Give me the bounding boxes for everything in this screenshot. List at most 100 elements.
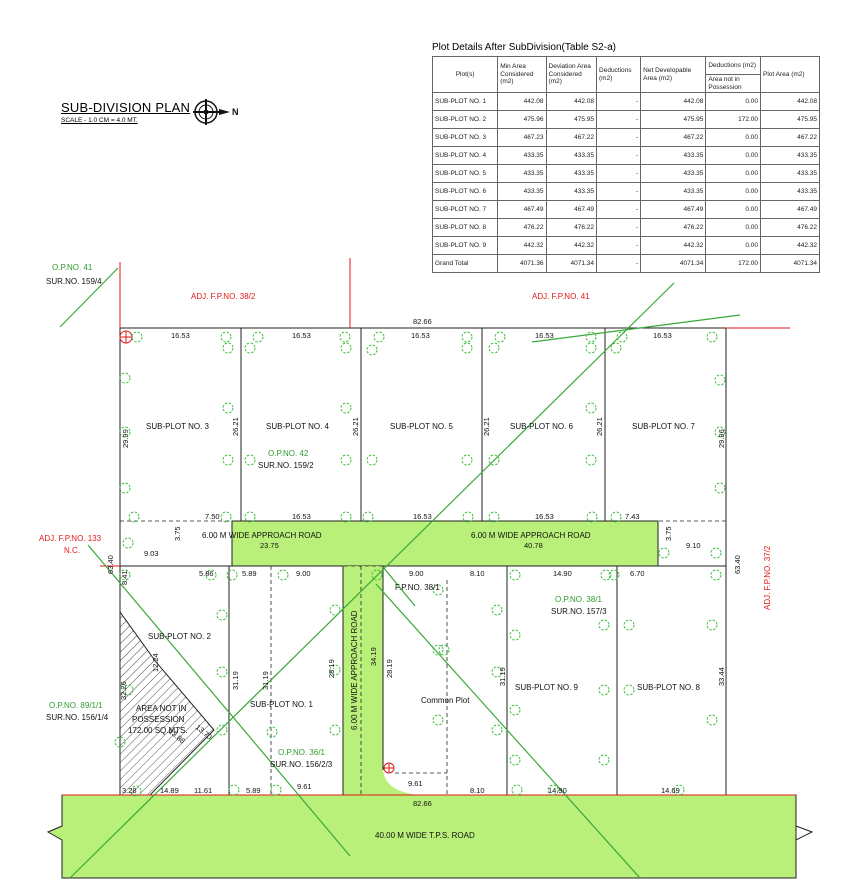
tree-icon [119,426,131,438]
tree-icon [340,402,352,414]
tree-icon [119,372,131,384]
tree-icon [488,511,500,523]
possession-line-3: 172.00 SQ.MTS. [128,726,188,735]
north-label: N [232,107,239,117]
dim-right-h: 29.96 [717,429,726,448]
neighbor-adj37-2: ADJ. F.P.NO. 37/2 [763,545,772,610]
tree-icon [131,331,143,343]
table-cell-poss: 0.00 [705,164,762,183]
tree-icon [373,331,385,343]
tree-icon [494,331,506,343]
header-min-area: Min Area Considered (m2) [497,56,547,93]
table-cell-net: 442.32 [640,236,707,255]
plot-label-4: SUB-PLOT NO. 4 [266,422,330,431]
tree-icon [616,331,628,343]
tree-icon [585,402,597,414]
dim-586: 5.86 [199,569,214,578]
tree-icon [339,331,351,343]
tree-icon [509,629,521,641]
plot-label-5: SUB-PLOT NO. 5 [390,422,454,431]
vertical-approach-road [343,566,383,795]
dim-b1490: 14.90 [548,786,567,795]
tree-icon [623,684,635,696]
plot-label-2: SUB-PLOT NO. 2 [148,632,212,641]
tree-icon [222,402,234,414]
table-cell-ded: - [596,110,642,129]
sur157-3-label: SUR.NO. 157/3 [551,607,607,616]
tree-icon [509,754,521,766]
table-cell-ded: - [596,218,642,237]
table-cell-dev: 4071.34 [545,254,598,273]
tree-icon [252,331,264,343]
table-cell-poss: 0.00 [705,128,762,147]
table-cell-ded: - [596,200,642,219]
dim-v5: 26.21 [351,417,360,436]
tree-icon [710,569,722,581]
table-cell-min: 442.08 [497,92,547,111]
table-cell-area: 475.95 [760,110,820,129]
dim-top1: 16.53 [171,331,190,340]
dim-3119a: 31.19 [231,671,240,690]
neighbor-op41: O.P.NO. 41 [52,263,93,272]
possession-line-2: POSSESSION [132,715,185,724]
dim-r1: 7.50 [205,512,220,521]
header-deductions-group: Deductions (m2) [705,56,762,75]
plot-details-table: Plot(s) Min Area Considered (m2) Deviati… [431,56,820,273]
neighbor-op89: O.P.NO. 89/1/1 [49,701,103,710]
tree-icon [673,784,685,796]
neighbor-adj38-2: ADJ. F.P.NO. 38/2 [191,292,256,301]
tree-icon [585,454,597,466]
header-deductions: Deductions (m2) [596,56,642,93]
tree-icon [585,331,597,343]
tree-icon [714,426,726,438]
tree-icon [600,569,612,581]
table-cell-poss: 0.00 [705,92,762,111]
dim-top5: 16.53 [653,331,672,340]
dim-bottom-total: 82.66 [413,799,432,808]
tree-icon [220,331,232,343]
dim-903: 9.03 [144,549,159,558]
table-cell-ded: - [596,128,642,147]
tree-icon [461,342,473,354]
table-cell-min: 467.23 [497,128,547,147]
tree-icon [277,569,289,581]
dim-670: 6.70 [630,569,645,578]
table-cell-poss: 0.00 [705,146,762,165]
tree-icon [432,714,444,726]
neighbor-sur156-1-4: SUR.NO. 156/1/4 [46,713,109,722]
tree-icon [491,666,503,678]
plan-title-block: SUB-DIVISION PLAN SCALE - 1.0 CM = 4.0 M… [61,100,190,124]
tree-icon [462,511,474,523]
tree-icon [432,584,444,596]
tree-icon [432,644,444,656]
tree-icon [128,511,140,523]
tree-icon [371,569,383,581]
table-cell-plot: SUB-PLOT NO. 1 [431,92,499,111]
table-cell-dev: 467.22 [545,128,598,147]
dim-road-right: 40.78 [524,541,543,550]
table-cell-net: 467.49 [640,200,707,219]
table-cell-ded: - [596,236,642,255]
dim-1490: 14.90 [553,569,572,578]
neighbor-sur159-4: SUR.NO. 159/4 [46,277,102,286]
approach-road-vertical-label: 6.00 M WIDE APPROACH ROAD [350,610,359,730]
table-cell-net: 475.95 [640,110,707,129]
dim-589: 5.89 [242,569,257,578]
tree-icon [122,684,134,696]
dim-3344: 33.44 [717,667,726,686]
table-cell-min: 476.22 [497,218,547,237]
tree-icon [362,511,374,523]
header-plot-area: Plot Area (m2) [760,56,820,93]
table-cell-poss: 0.00 [705,218,762,237]
dim-1224: 12.24 [151,653,160,672]
table-cell-net: 442.08 [640,92,707,111]
tree-icon [511,784,523,796]
table-cell-area: 433.35 [760,164,820,183]
neighbor-adj133: ADJ. F.P.NO. 133 [39,534,102,543]
table-cell-ded: - [596,146,642,165]
table-cell-plot: SUB-PLOT NO. 4 [431,146,499,165]
tree-icon [658,547,670,559]
